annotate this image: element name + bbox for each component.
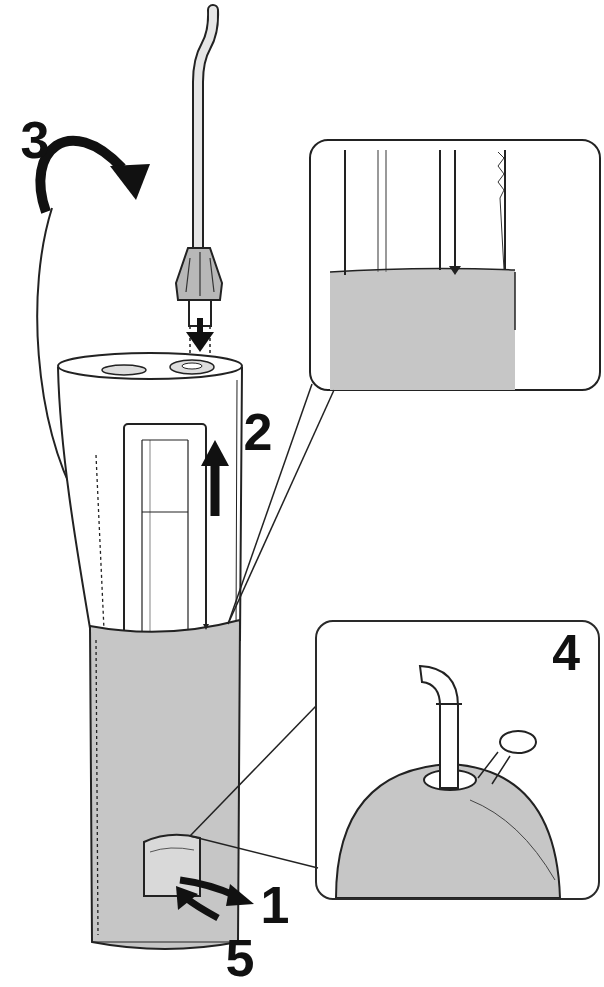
- callout-number: 5: [226, 932, 255, 984]
- main-body: [90, 620, 240, 949]
- callout-number: 2: [244, 406, 273, 458]
- water-level-inset: [228, 140, 600, 624]
- drain-inset-drawing: [190, 666, 560, 898]
- callout-number: 4: [552, 628, 580, 678]
- rotate-arrow: [40, 141, 150, 212]
- callout-number: 3: [21, 114, 50, 166]
- callout-number: 1: [261, 879, 290, 931]
- inset-box: 4: [315, 620, 600, 900]
- nozzle: [176, 10, 222, 356]
- water-tank: [58, 353, 242, 640]
- close-arrow: [176, 886, 218, 918]
- lift-arrow: [201, 440, 229, 516]
- base-edge: [92, 942, 238, 943]
